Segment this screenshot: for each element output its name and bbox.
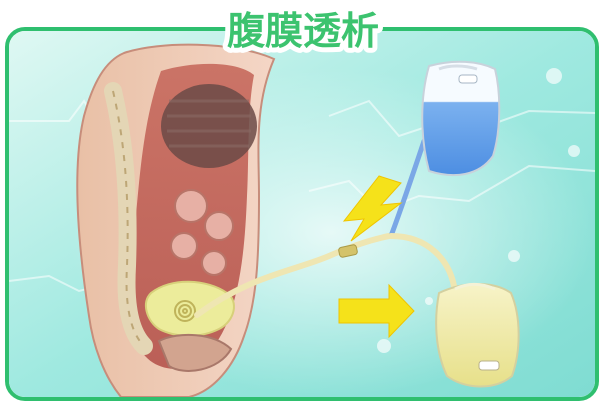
drain-bag (436, 284, 518, 387)
page-title: 腹膜透析 (227, 9, 379, 53)
illustration-svg (9, 31, 595, 397)
lung (161, 84, 257, 168)
illustration-frame (5, 27, 599, 401)
title-overlay: 腹膜透析 腹膜透析 (0, 0, 606, 58)
dialysate-bag (422, 62, 499, 175)
